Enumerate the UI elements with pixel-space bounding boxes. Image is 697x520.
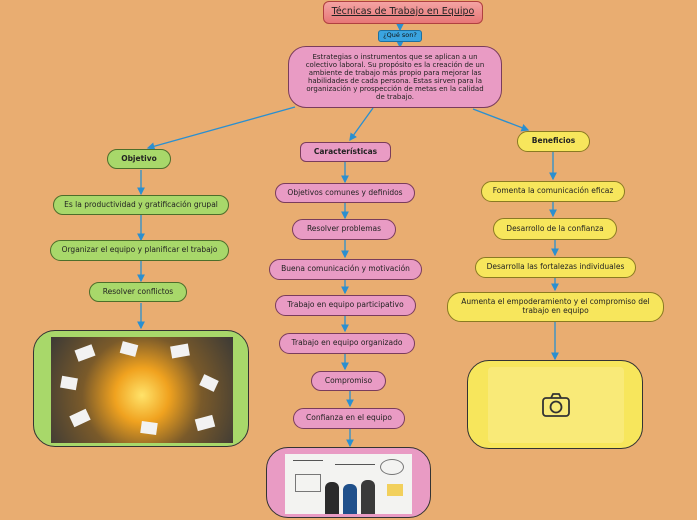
caracteristicas-item-2[interactable]: Resolver problemas [292,219,396,240]
title-node[interactable]: Técnicas de Trabajo en Equipo [323,1,483,24]
beneficios-item-3-label: Desarrolla las fortalezas individuales [486,262,625,272]
beneficios-item-4[interactable]: Aumenta el empoderamiento y el compromis… [447,292,664,322]
caracteristicas-item-2-label: Resolver problemas [306,224,382,234]
caracteristicas-item-4[interactable]: Trabajo en equipo participativo [275,295,416,316]
objetivo-item-1-label: Es la productividad y gratificación grup… [64,199,218,209]
beneficios-item-3[interactable]: Desarrolla las fortalezas individuales [475,257,636,278]
definition-node[interactable]: Estrategias o instrumentos que se aplica… [288,46,502,108]
objetivo-item-3[interactable]: Resolver conflictos [89,282,187,302]
caracteristicas-item-7[interactable]: Confianza en el equipo [293,408,405,429]
definition-text: Estrategias o instrumentos que se aplica… [305,52,485,102]
beneficios-item-4-label: Aumenta el empoderamiento y el compromis… [461,297,650,315]
objetivo-label: Objetivo [121,153,157,163]
caracteristicas-node[interactable]: Características [300,142,391,162]
caracteristicas-item-6-label: Compromiso [324,375,373,385]
beneficios-item-2-label: Desarrollo de la confianza [506,223,604,233]
objetivo-item-1[interactable]: Es la productividad y gratificación grup… [53,195,229,215]
objetivo-node[interactable]: Objetivo [107,149,171,169]
beneficios-item-1[interactable]: Fomenta la comunicación eficaz [481,181,625,202]
caracteristicas-item-4-label: Trabajo en equipo participativo [287,300,404,310]
camera-icon [542,393,570,417]
caracteristicas-item-3[interactable]: Buena comunicación y motivación [269,259,422,280]
caracteristicas-item-6[interactable]: Compromiso [311,371,386,391]
caracteristicas-label: Características [313,146,378,156]
objetivo-item-2-label: Organizar el equipo y planificar el trab… [61,245,218,255]
teamwork-image-picture [51,337,233,443]
caracteristicas-item-1[interactable]: Objetivos comunes y definidos [275,183,415,203]
caracteristicas-item-1-label: Objetivos comunes y definidos [287,187,403,197]
caracteristicas-item-5[interactable]: Trabajo en equipo organizado [279,333,415,354]
beneficios-item-2[interactable]: Desarrollo de la confianza [493,218,617,240]
objetivo-item-2[interactable]: Organizar el equipo y planificar el trab… [50,240,229,261]
objetivo-item-3-label: Resolver conflictos [102,286,174,296]
caracteristicas-item-7-label: Confianza en el equipo [306,413,392,423]
beneficios-node[interactable]: Beneficios [517,131,590,152]
title-label: Técnicas de Trabajo en Equipo [331,6,475,18]
beneficios-label: Beneficios [531,136,576,146]
image-placeholder [467,360,643,449]
teamwork-image [33,330,249,447]
caracteristicas-item-3-label: Buena comunicación y motivación [281,264,410,274]
question-node[interactable]: ¿Qué son? [378,30,422,42]
beneficios-item-1-label: Fomenta la comunicación eficaz [492,186,614,196]
caracteristicas-item-5-label: Trabajo en equipo organizado [291,338,403,348]
question-label: ¿Qué son? [383,31,417,40]
whiteboard-image [266,447,431,518]
whiteboard-image-picture [285,454,412,514]
